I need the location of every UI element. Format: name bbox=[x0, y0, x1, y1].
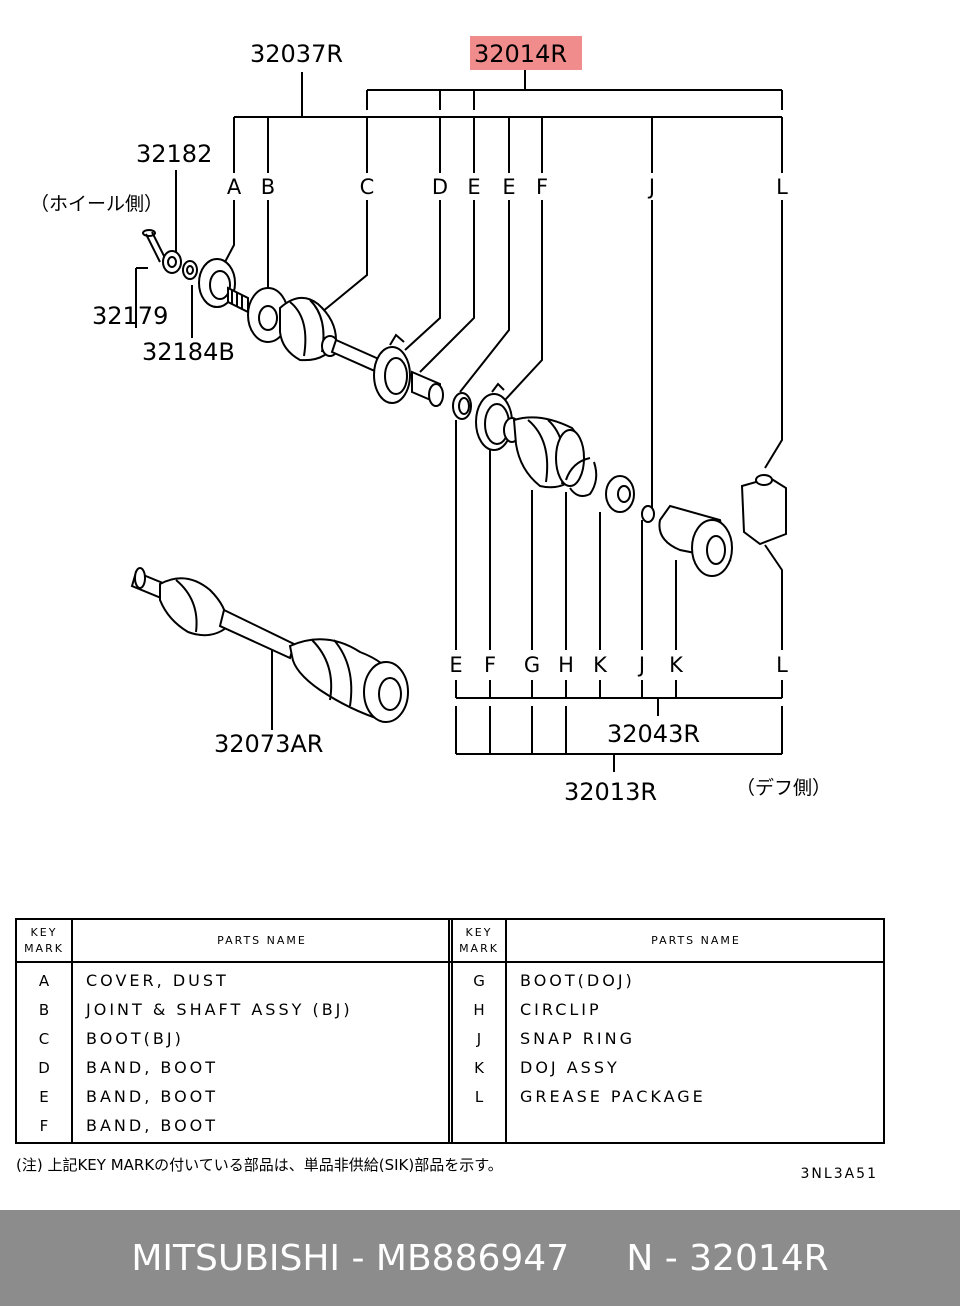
boot-band-d-icon bbox=[373, 333, 411, 404]
top-letter-b: B bbox=[261, 175, 275, 199]
row-key-j: J bbox=[476, 1030, 481, 1048]
doj-boot-icon bbox=[503, 416, 585, 489]
washer-icon bbox=[182, 260, 198, 280]
bj-joint-shaft-icon bbox=[227, 286, 289, 343]
grease-package-icon bbox=[740, 474, 787, 546]
callout-32014R: 32014R bbox=[474, 40, 567, 68]
parts-diagram: 32037R 32014R 32182 （ホイール側） 32179 32184B… bbox=[15, 36, 885, 1182]
bottom-letter-h: H bbox=[558, 653, 574, 677]
bottom-letter-e: E bbox=[449, 653, 462, 677]
row-key-k: K bbox=[474, 1059, 485, 1077]
row-key-d: D bbox=[38, 1059, 50, 1077]
bottom-letter-k2: K bbox=[669, 653, 684, 677]
callout-32013R: 32013R bbox=[564, 778, 657, 806]
boot-band-e-icon bbox=[452, 392, 472, 420]
top-letter-c: C bbox=[360, 175, 375, 199]
row-key-c: C bbox=[39, 1030, 49, 1048]
row-name-j: SNAP RING bbox=[520, 1029, 635, 1048]
row-key-b: B bbox=[39, 1001, 49, 1019]
bottom-letter-f: F bbox=[484, 653, 496, 677]
row-key-f: F bbox=[40, 1117, 49, 1135]
header-key-line1-left: KEY bbox=[31, 926, 58, 939]
doj-outer-race-icon bbox=[658, 504, 733, 577]
header-name-right: PARTS NAME bbox=[651, 934, 741, 947]
boot-band-f-icon bbox=[475, 382, 513, 451]
footnote: (注) 上記KEY MARKの付いている部品は、単品非供給(SIK)部品を示す。 bbox=[16, 1156, 503, 1174]
highlight-box bbox=[470, 36, 582, 70]
snap-ring-icon bbox=[641, 505, 655, 523]
shaft-spline-icon bbox=[411, 370, 444, 407]
bottom-letter-l: L bbox=[776, 653, 788, 677]
circlip-icon bbox=[565, 457, 598, 497]
hub-nut-icon bbox=[162, 250, 182, 274]
row-name-h: CIRCLIP bbox=[520, 1000, 602, 1019]
row-name-g: BOOT(DOJ) bbox=[520, 971, 635, 990]
row-name-c: BOOT(BJ) bbox=[86, 1029, 184, 1048]
callout-32182: 32182 bbox=[136, 140, 212, 168]
top-letter-a: A bbox=[227, 175, 242, 199]
bottom-letter-j: J bbox=[637, 653, 645, 677]
row-name-d: BAND, BOOT bbox=[86, 1058, 218, 1077]
row-key-h: H bbox=[473, 1001, 484, 1019]
top-letter-e2: E bbox=[502, 175, 515, 199]
row-name-a: COVER, DUST bbox=[86, 971, 229, 990]
row-key-g: G bbox=[473, 972, 485, 990]
top-letter-f: F bbox=[536, 175, 548, 199]
cotter-pin-icon bbox=[142, 229, 167, 263]
row-name-f: BAND, BOOT bbox=[86, 1116, 218, 1135]
callout-32037R: 32037R bbox=[250, 40, 343, 68]
parts-table: KEY MARK PARTS NAME KEY MARK PARTS NAME … bbox=[15, 918, 885, 1144]
bottom-letter-k1: K bbox=[593, 653, 608, 677]
header-key-line2-right: MARK bbox=[459, 942, 499, 955]
header-key-line2-left: MARK bbox=[24, 942, 64, 955]
top-letter-e1: E bbox=[467, 175, 480, 199]
wheel-side-label: （ホイール側） bbox=[30, 193, 163, 215]
row-key-l: L bbox=[475, 1088, 484, 1106]
row-name-b: JOINT & SHAFT ASSY (BJ) bbox=[85, 1000, 353, 1019]
callout-32043R: 32043R bbox=[607, 720, 700, 748]
callout-32073AR: 32073AR bbox=[214, 730, 323, 758]
footer-bar: MITSUBISHI - MB886947 N - 32014R bbox=[0, 1210, 960, 1306]
top-letter-j: J bbox=[647, 175, 655, 199]
bottom-letter-g: G bbox=[524, 653, 540, 677]
row-name-e: BAND, BOOT bbox=[86, 1087, 218, 1106]
top-letter-d: D bbox=[432, 175, 448, 199]
header-name-left: PARTS NAME bbox=[217, 934, 307, 947]
diff-side-label: （デフ側） bbox=[736, 777, 831, 799]
bj-boot-icon bbox=[279, 297, 339, 362]
row-name-l: GREASE PACKAGE bbox=[520, 1087, 706, 1106]
callout-32179: 32179 bbox=[92, 302, 168, 330]
row-key-e: E bbox=[39, 1088, 48, 1106]
complete-drive-shaft-icon bbox=[130, 567, 409, 723]
callout-32184B: 32184B bbox=[142, 338, 235, 366]
footer-part-info: MITSUBISHI - MB886947 N - 32014R bbox=[131, 1237, 829, 1279]
top-letter-l: L bbox=[776, 175, 788, 199]
header-key-line1-right: KEY bbox=[466, 926, 493, 939]
dust-cover-icon bbox=[198, 258, 236, 308]
doj-inner-race-icon bbox=[605, 475, 635, 513]
row-key-a: A bbox=[39, 972, 50, 990]
diagram-code: 3NL3A51 bbox=[801, 1166, 878, 1182]
row-name-k: DOJ ASSY bbox=[520, 1058, 620, 1077]
